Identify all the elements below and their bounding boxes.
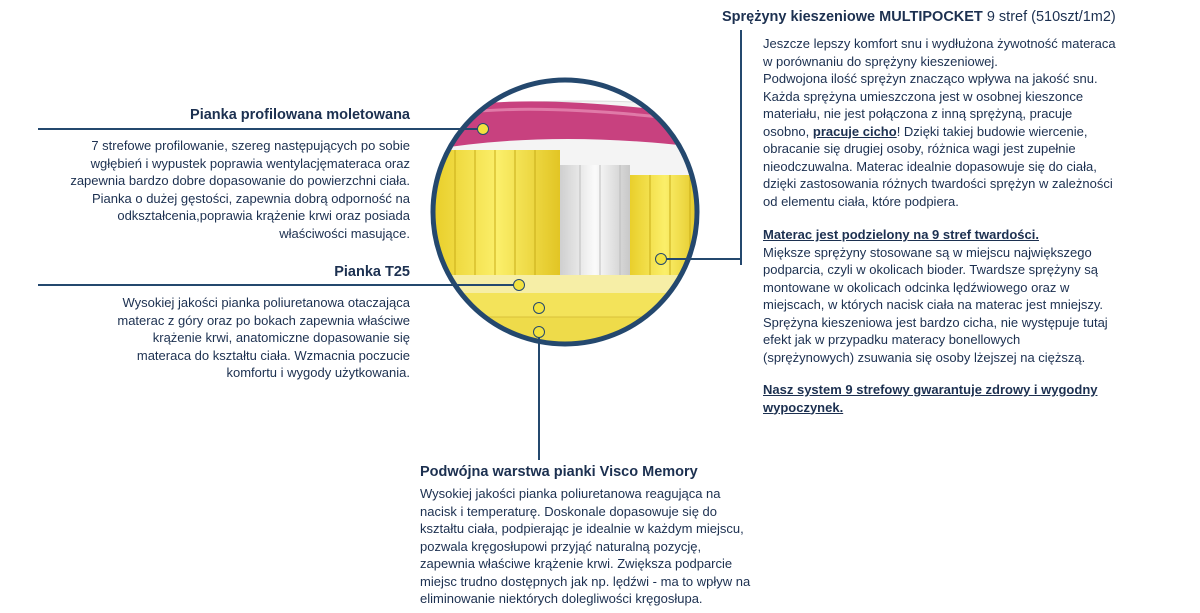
text-line: kształtu ciała, podpierając je idealnie …	[420, 521, 744, 536]
text-line: eliminowanie niektórych dolegliwości krę…	[420, 591, 703, 606]
marker-t25	[513, 279, 525, 291]
text-line: wypoczynek.	[763, 399, 844, 415]
text-fragment: osobno,	[763, 123, 813, 139]
text-line: Pianka o dużej gęstości, zapewnia dobrą …	[92, 190, 410, 206]
connector-line-profiled-foam	[38, 128, 480, 130]
text-line: materiału, nie jest połączona z inną spr…	[763, 106, 1073, 121]
text-line: Nasz system 9 strefowy gwarantuje zdrowy…	[763, 382, 1098, 397]
multipocket-description: Jeszcze lepszy komfort snu i wydłużona ż…	[763, 35, 1183, 210]
text-line: materac z góry oraz po bokach zapewnia w…	[117, 312, 410, 328]
marker-multipocket	[655, 253, 667, 265]
text-line: obracanie się drugiej osoby, różnica wag…	[763, 141, 1076, 156]
text-line: właściwości masujące.	[279, 225, 410, 241]
text-line: odkształcenia,poprawia krążenie krwi ora…	[117, 208, 410, 223]
connector-line-t25	[38, 284, 516, 286]
text-line: od elementu ciała, które podpiera.	[763, 193, 959, 209]
text-line: (sprężynowych) zsuwania się osoby lżejsz…	[763, 349, 1086, 365]
connector-line-visco	[538, 337, 540, 460]
profiled-foam-description: 7 strefowe profilowanie, szereg następuj…	[10, 137, 410, 242]
text-line: miejsc trudno dostępnych jak np. lędźwi …	[420, 573, 751, 589]
multipocket-title: Sprężyny kieszeniowe MULTIPOCKET 9 stref…	[722, 9, 1116, 25]
zones-heading: Materac jest podzielony na 9 stref tward…	[763, 227, 1039, 242]
text-line: nieodczuwalna. Materac idealnie dopasowu…	[763, 158, 1097, 174]
text-line: dzięki zastosowania różnych twardości sp…	[763, 176, 1113, 191]
text-line: efekt jak w przypadku materacy bonellowy…	[763, 332, 1021, 347]
text-line: Miększe sprężyny stosowane są w miejscu …	[763, 244, 1092, 260]
text-line: Każda sprężyna umieszczona jest w osobne…	[763, 88, 1084, 104]
connector-line-multipocket-vertical	[740, 30, 742, 265]
t25-foam-description: Wysokiej jakości pianka poliuretanowa ot…	[10, 294, 410, 382]
text-line: miejscach, w których nacisk ciała na mat…	[763, 297, 1104, 312]
text-line: Jeszcze lepszy komfort snu i wydłużona ż…	[763, 36, 1116, 51]
text-line: komfortu i wygody użytkowania.	[226, 365, 410, 380]
connector-line-multipocket-horizontal	[662, 258, 742, 260]
guarantee-statement: Nasz system 9 strefowy gwarantuje zdrowy…	[763, 381, 1183, 416]
text-line: Podwojona ilość sprężyn znacząco wpływa …	[763, 71, 1098, 86]
text-line: podparcia, czyli w okolicach bioder. Twa…	[763, 262, 1099, 277]
profiled-foam-title: Pianka profilowana moletowana	[190, 107, 410, 123]
text-line: 7 strefowe profilowanie, szereg następuj…	[91, 138, 410, 153]
t25-foam-title: Pianka T25	[334, 264, 410, 280]
text-line: montowane w okolicach odcinka lędźwioweg…	[763, 279, 1070, 295]
text-line: nacisk i temperaturę. Doskonale dopasowu…	[420, 503, 718, 519]
multipocket-title-rest: 9 stref (510szt/1m2)	[986, 9, 1116, 25]
text-line: Wysokiej jakości pianka poliuretanowa re…	[420, 486, 721, 501]
pocket-springs	[435, 150, 697, 275]
text-line: w porównaniu do sprężyny kieszeniowej.	[763, 53, 998, 69]
marker-visco-1	[533, 302, 545, 314]
text-line: pozwala kręgosłupowi przyjąć naturalną p…	[420, 538, 702, 554]
marker-profiled-foam	[477, 123, 489, 135]
text-line: osobno, pracuje cicho! Dzięki takiej bud…	[763, 123, 1183, 141]
text-line: zapewnia właściwe krążenie krwi. Zwiększ…	[420, 556, 733, 571]
text-line: Sprężyna kieszeniowa jest bardzo cicha, …	[763, 314, 1108, 330]
quiet-operation-highlight: pracuje cicho	[812, 123, 897, 139]
text-line: Wysokiej jakości pianka poliuretanowa ot…	[122, 295, 410, 310]
text-fragment: ! Dzięki takiej budowie wiercenie,	[896, 123, 1088, 139]
visco-description: Wysokiej jakości pianka poliuretanowa re…	[420, 485, 820, 608]
multipocket-title-bold: Sprężyny kieszeniowe MULTIPOCKET	[722, 9, 983, 25]
text-line: zapewnia bardzo dobre dopasowanie do pow…	[70, 173, 410, 188]
text-line: wgłębień i wypustek poprawia wentylacjęm…	[90, 155, 410, 171]
zones-description: Materac jest podzielony na 9 stref tward…	[763, 226, 1183, 366]
text-line: krążenie krwi, anatomiczne dopasowanie s…	[152, 330, 410, 345]
text-line: materaca do kształtu ciała. Wzmacnia poc…	[136, 347, 410, 363]
visco-title: Podwójna warstwa pianki Visco Memory	[420, 464, 698, 480]
